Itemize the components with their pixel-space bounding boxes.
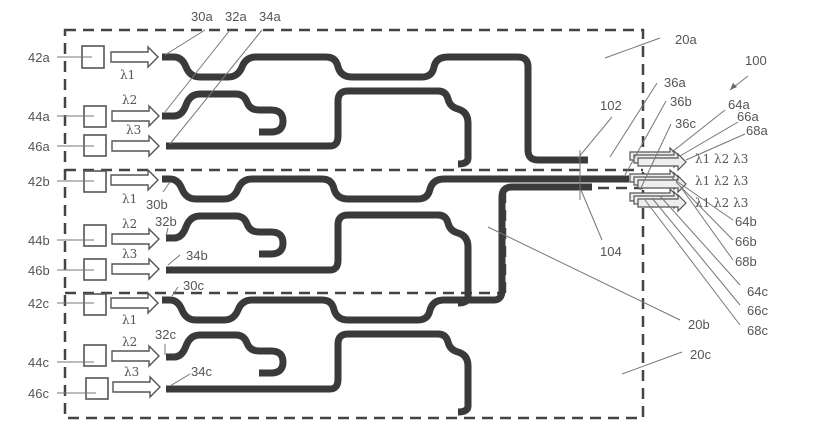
- lambda-1-a: λ1: [120, 68, 135, 82]
- waveguide-34c: [166, 330, 472, 416]
- group-b: [57, 168, 629, 307]
- label-44a: 44a: [28, 109, 50, 124]
- label-66b: 66b: [735, 234, 757, 249]
- waveguide-32a: [162, 90, 287, 136]
- label-102: 102: [600, 98, 622, 113]
- beam-arrow-icon: [110, 168, 159, 192]
- label-34b: 34b: [186, 248, 208, 263]
- label-68a: 68a: [746, 123, 768, 138]
- laser-44b: [83, 224, 107, 247]
- label-32c: 32c: [155, 327, 176, 342]
- label-100: 100: [745, 53, 767, 68]
- lambda-3-a: λ3: [126, 123, 141, 137]
- label-68b: 68b: [735, 254, 757, 269]
- label-104: 104: [600, 244, 622, 259]
- label-20b: 20b: [688, 317, 710, 332]
- label-20c: 20c: [690, 347, 711, 362]
- label-66a: 66a: [737, 109, 759, 124]
- waveguide-30b: [162, 175, 629, 203]
- label-34c: 34c: [191, 364, 212, 379]
- label-46a: 46a: [28, 139, 50, 154]
- label-42c: 42c: [28, 296, 49, 311]
- lambda-2-b: λ2: [122, 217, 137, 231]
- label-30c: 30c: [183, 278, 204, 293]
- label-42b: 42b: [28, 174, 50, 189]
- region-border-20b-inner: [503, 186, 643, 293]
- beam-arrow-icon: [112, 375, 161, 399]
- label-46c: 46c: [28, 386, 49, 401]
- lambda-2-a: λ2: [122, 93, 137, 107]
- label-20a: 20a: [675, 32, 697, 47]
- label-42a: 42a: [28, 50, 50, 65]
- group-c: [57, 183, 592, 416]
- label-64b: 64b: [735, 214, 757, 229]
- beam-arrow-icon: [110, 291, 159, 315]
- label-44c: 44c: [28, 355, 49, 370]
- output-lambdas-a: λ1 λ2 λ3: [695, 152, 748, 166]
- label-30a: 30a: [191, 9, 213, 24]
- label-66c: 66c: [747, 303, 768, 318]
- beam-arrow-icon: [110, 45, 159, 69]
- waveguide-34a: [166, 87, 472, 168]
- lambda-1-b: λ1: [122, 192, 137, 206]
- label-30b: 30b: [146, 197, 168, 212]
- beam-arrow-icon: [111, 104, 160, 128]
- beam-arrow-icon: [111, 134, 160, 158]
- label-64c: 64c: [747, 284, 768, 299]
- lambda-3-c: λ3: [124, 365, 139, 379]
- beam-arrow-icon: [111, 257, 160, 281]
- waveguide-32b: [166, 212, 287, 258]
- label-34a: 34a: [259, 9, 281, 24]
- laser-46c: [85, 377, 109, 400]
- leader-lines: [162, 29, 749, 387]
- beam-arrow-icon: [111, 227, 160, 251]
- lambda-3-b: λ3: [122, 247, 137, 261]
- output-lambdas-b: λ1 λ2 λ3: [695, 174, 748, 188]
- label-32a: 32a: [225, 9, 247, 24]
- label-44b: 44b: [28, 233, 50, 248]
- lambda-2-c: λ2: [122, 335, 137, 349]
- waveguide-32c: [166, 331, 287, 377]
- laser-42c: [83, 293, 107, 316]
- region-border-20a-outer: [63, 28, 645, 420]
- label-68c: 68c: [747, 323, 768, 338]
- laser-44c: [83, 344, 107, 367]
- label-32b: 32b: [155, 214, 177, 229]
- label-46b: 46b: [28, 263, 50, 278]
- output-beams: [629, 146, 687, 213]
- output-lambdas-c: λ1 λ2 λ3: [695, 196, 748, 210]
- label-36a: 36a: [664, 75, 686, 90]
- label-36b: 36b: [670, 94, 692, 109]
- waveguide-30a: [162, 53, 588, 164]
- beam-arrow-icon: [111, 344, 160, 368]
- lambda-1-c: λ1: [122, 313, 137, 327]
- waveguide-30c: [162, 183, 592, 324]
- label-64a: 64a: [728, 97, 750, 112]
- group-a: [57, 45, 588, 168]
- waveguide-34b: [166, 211, 472, 307]
- label-36c: 36c: [675, 116, 696, 131]
